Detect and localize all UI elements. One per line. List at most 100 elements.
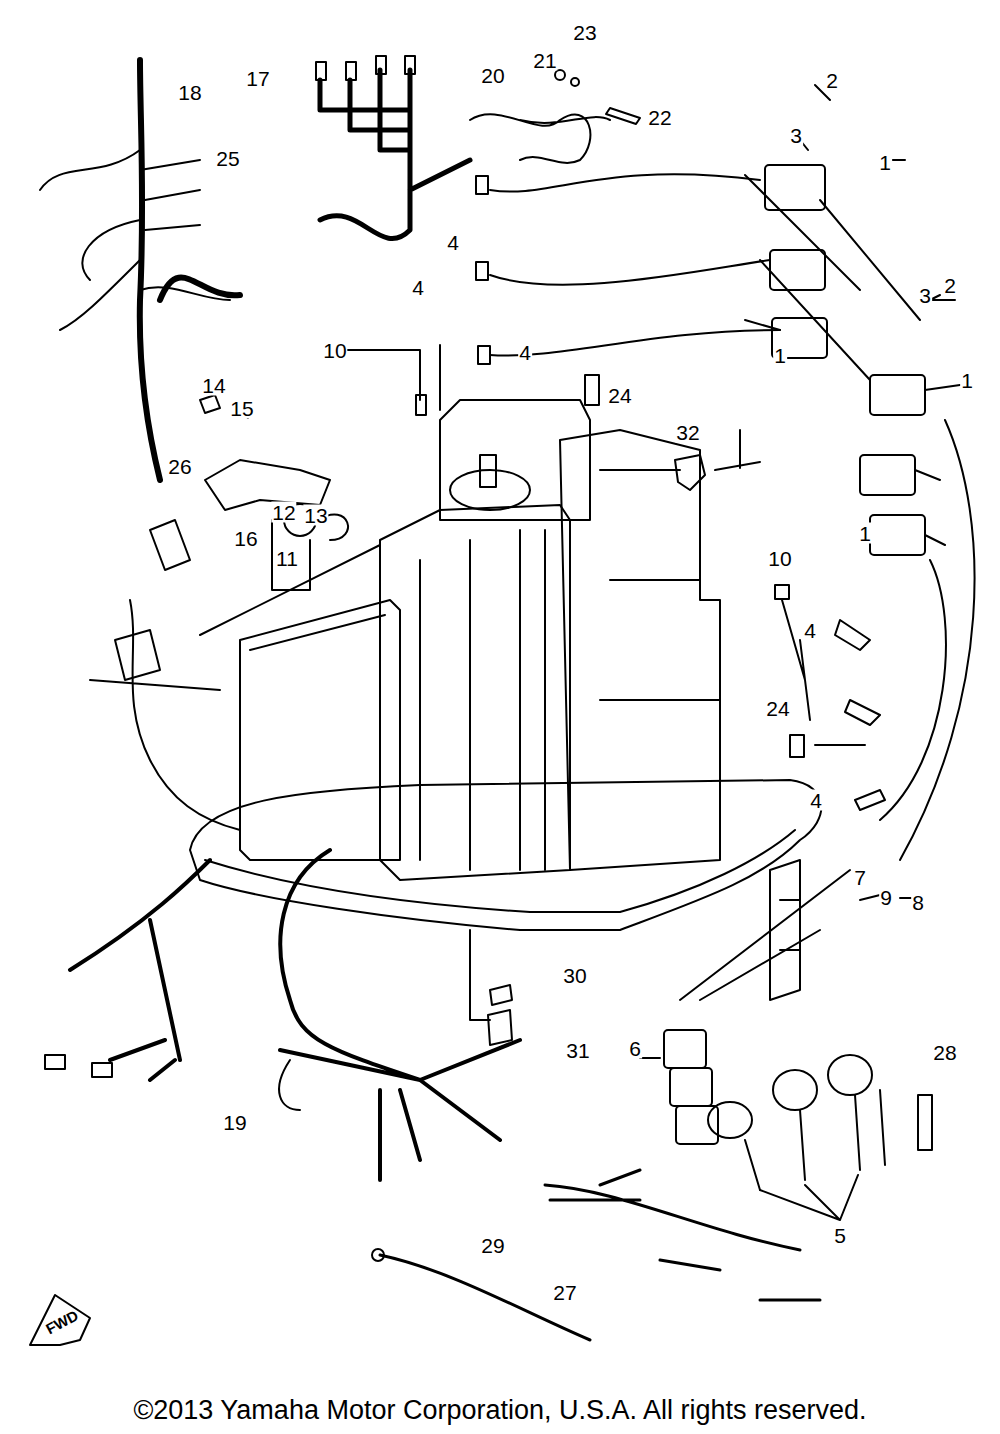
clamp [675, 455, 760, 490]
copyright-caption: ©2013 Yamaha Motor Corporation, U.S.A. A… [0, 1395, 1000, 1426]
leader-lines [640, 870, 850, 1058]
terminal [571, 78, 579, 86]
callout-number: 4 [803, 620, 817, 641]
screw [606, 108, 640, 124]
high-tension-leads [490, 174, 780, 355]
callout-number: 7 [853, 867, 867, 888]
callout-number: 2 [943, 275, 957, 296]
callout-number: 21 [532, 50, 557, 71]
coil-leads [880, 420, 975, 860]
engine-side-cover [240, 600, 400, 860]
callout-number: 3 [789, 125, 803, 146]
callout-number: 1 [878, 152, 892, 173]
callout-number: 2 [825, 70, 839, 91]
clip [488, 985, 512, 1045]
callout-number: 24 [607, 385, 632, 406]
sensor [775, 585, 789, 599]
callout-number: 5 [833, 1225, 847, 1246]
plug-cap [478, 346, 490, 364]
callout-number: 12 [271, 502, 296, 523]
callout-number: 17 [245, 68, 270, 89]
sensor [416, 395, 426, 415]
callout-number: 14 [201, 375, 226, 396]
callout-number: 13 [303, 505, 328, 526]
callout-number: 29 [480, 1235, 505, 1256]
callout-number: 1 [773, 345, 787, 366]
plug [346, 62, 356, 80]
starter-relay [150, 520, 190, 570]
cover-edge [250, 615, 385, 650]
forward-arrow [30, 1295, 90, 1345]
callout-number: 28 [932, 1042, 957, 1063]
capacitor-units [708, 1055, 885, 1190]
terminal-block [115, 630, 160, 680]
plug-cap [476, 262, 488, 280]
holder [585, 375, 599, 405]
callout-number: 23 [572, 22, 597, 43]
lead-wires [470, 114, 610, 163]
plug [405, 56, 415, 74]
callout-number: 8 [911, 892, 925, 913]
connector [92, 1063, 112, 1077]
holder [790, 735, 804, 757]
callout-number: 15 [229, 398, 254, 419]
callout-number: 1 [858, 523, 872, 544]
bracket [205, 460, 330, 510]
bracket [770, 860, 800, 1000]
callout-number: 4 [446, 232, 460, 253]
leader-lines [470, 930, 490, 1020]
leader-lines [600, 430, 740, 470]
callout-number: 9 [879, 887, 893, 908]
callout-number: 10 [767, 548, 792, 569]
callout-number: 22 [647, 107, 672, 128]
callout-number: 3 [918, 285, 932, 306]
callout-number: 26 [167, 456, 192, 477]
plug-cap [835, 620, 885, 810]
wire-harness [140, 60, 160, 480]
leader-lines [760, 1175, 858, 1220]
callout-number: 16 [233, 528, 258, 549]
callout-number: 4 [411, 277, 425, 298]
block-lines [600, 580, 720, 700]
callout-number: 18 [177, 82, 202, 103]
harness [70, 860, 210, 1080]
fuse [918, 1095, 932, 1150]
direction-label: FWD [43, 1307, 82, 1337]
bolt [815, 744, 865, 746]
callout-number: 10 [322, 340, 347, 361]
callout-number: 24 [765, 698, 790, 719]
callout-number: 1 [960, 370, 974, 391]
plug [376, 56, 386, 74]
callout-number: 4 [518, 342, 532, 363]
callout-number: 25 [215, 148, 240, 169]
top-boss [450, 470, 530, 510]
connector [45, 1055, 65, 1069]
cowling-rim [205, 830, 795, 912]
callout-number: 6 [628, 1038, 642, 1059]
harness-branches [40, 150, 230, 330]
callout-number: 4 [809, 790, 823, 811]
crankcase-ribs [420, 530, 545, 870]
callout-number: 27 [552, 1282, 577, 1303]
terminal [372, 1249, 384, 1261]
callout-number: 20 [480, 65, 505, 86]
coil-harness [320, 70, 470, 239]
leader-lines [800, 85, 960, 390]
crank-top [480, 455, 496, 487]
cylinder-head [440, 400, 590, 520]
ignition-coils [745, 165, 955, 555]
terminal [555, 70, 565, 80]
callout-number: 19 [222, 1112, 247, 1133]
callout-number: 30 [562, 965, 587, 986]
plug-cap [476, 176, 488, 194]
leader-lines [200, 520, 380, 635]
callout-number: 31 [565, 1040, 590, 1061]
engine-right-block [560, 430, 720, 870]
callout-number: 32 [675, 422, 700, 443]
cable-27 [545, 1170, 820, 1300]
main-harness [280, 850, 520, 1180]
lead [279, 1060, 300, 1110]
plug [316, 62, 326, 80]
cable-29 [380, 1255, 590, 1340]
